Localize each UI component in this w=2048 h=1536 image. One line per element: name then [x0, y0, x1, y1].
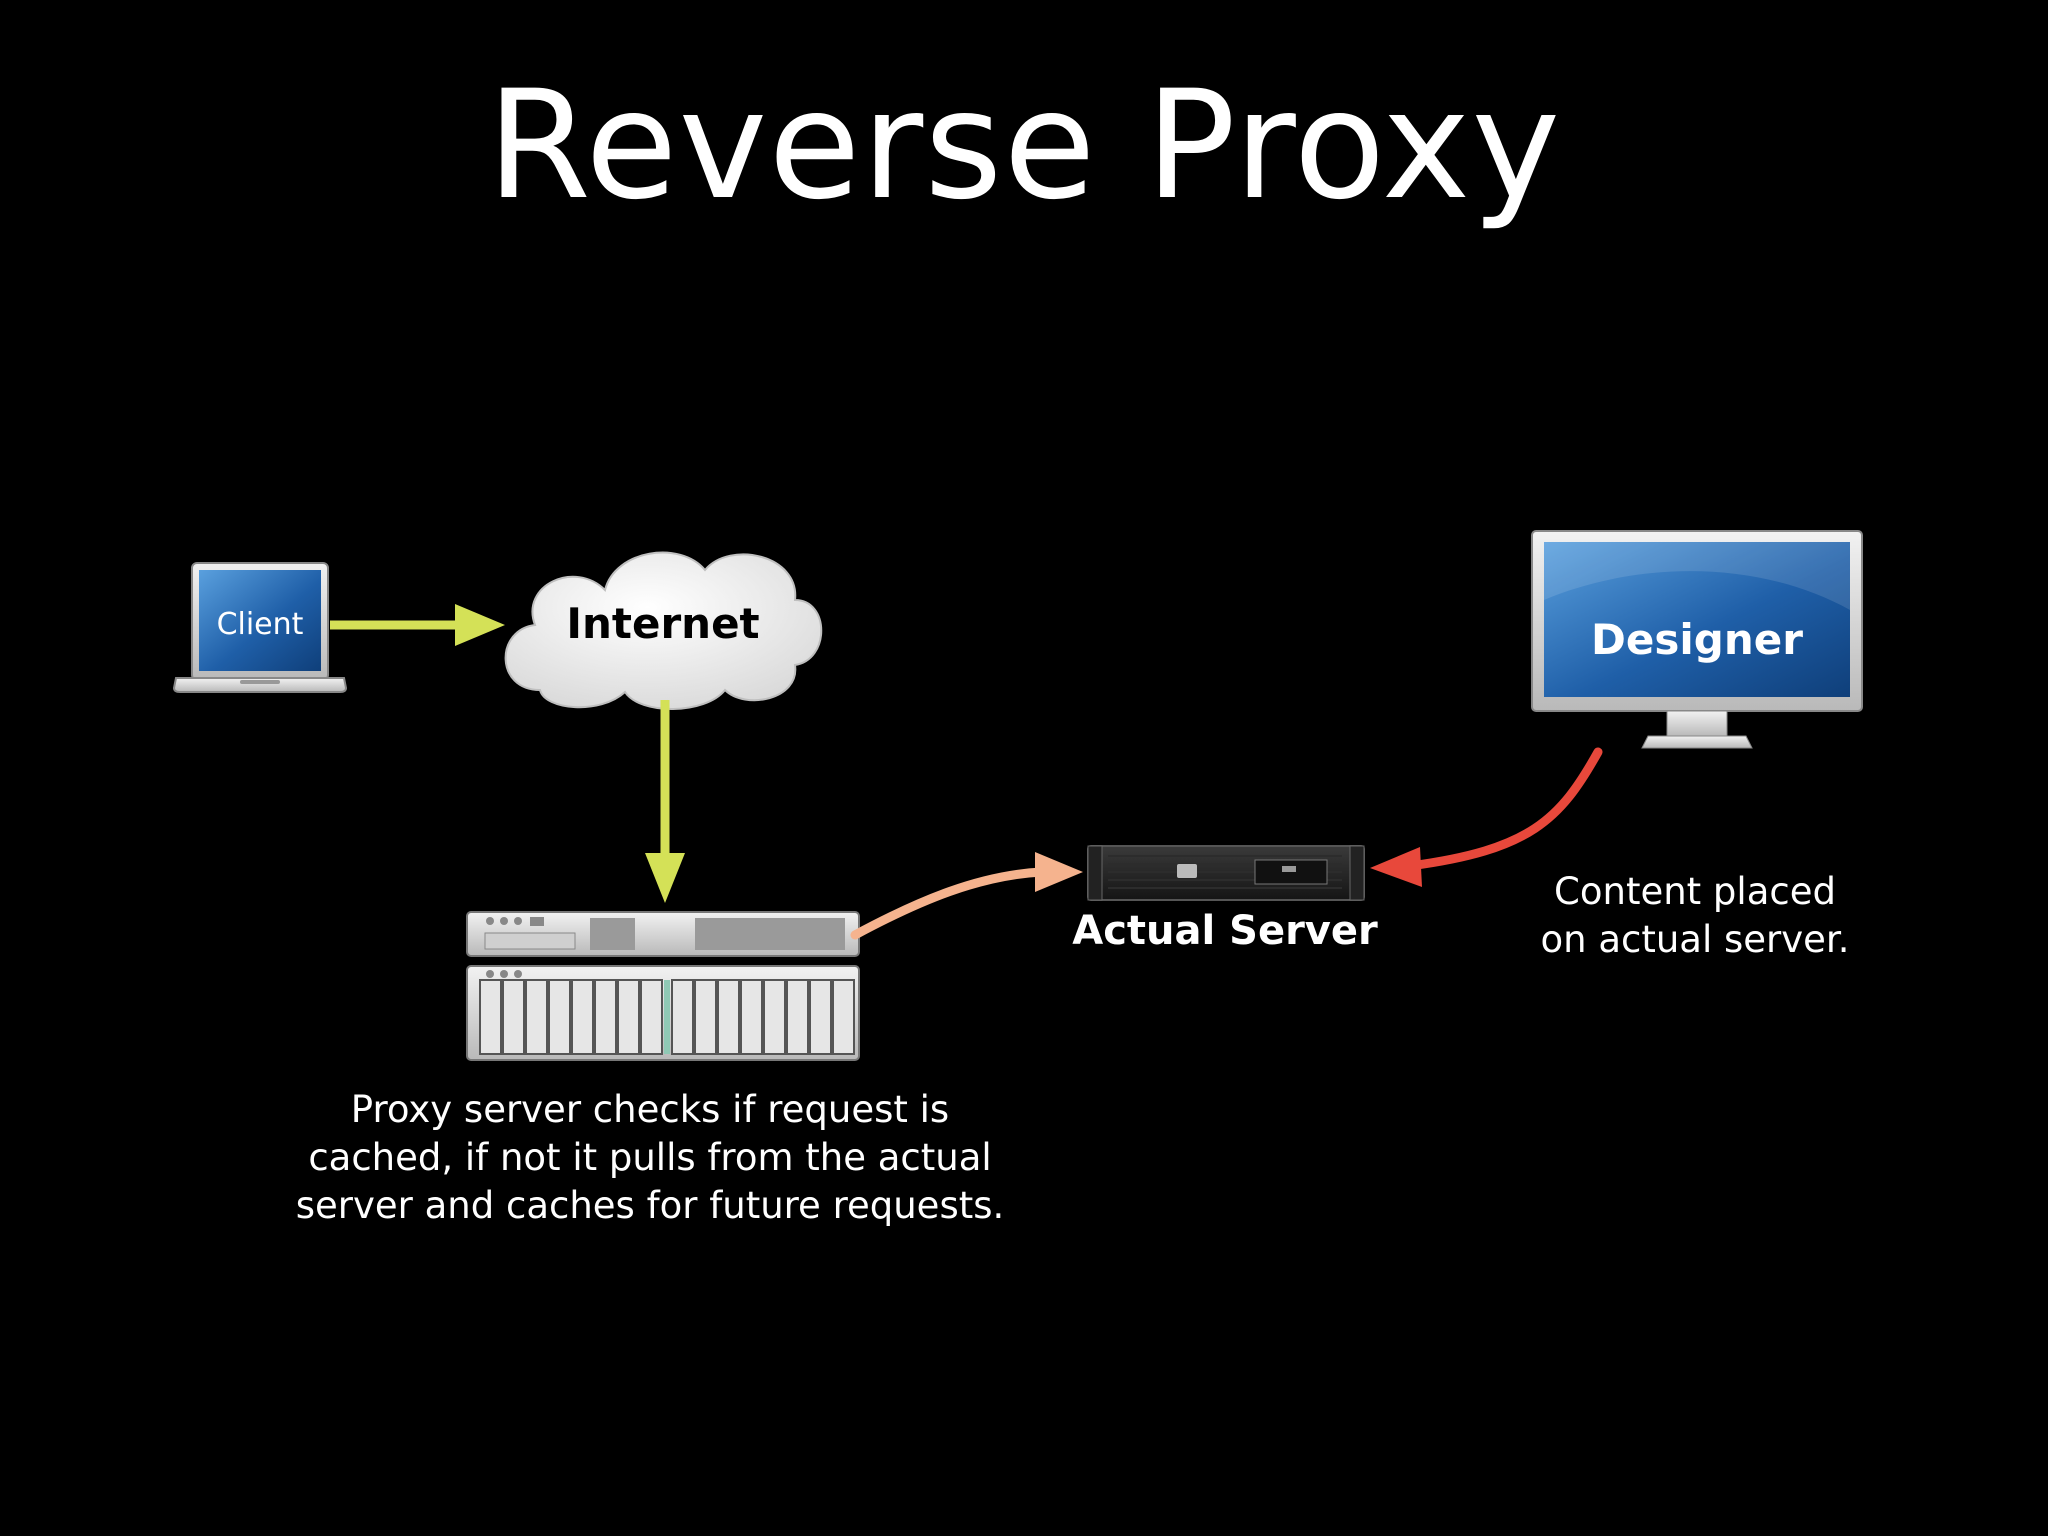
proxy-caption-line: cached, if not it pulls from the actual [308, 1136, 992, 1180]
actual-server-label: Actual Server [1072, 908, 1378, 954]
internet-label: Internet [566, 599, 759, 648]
proxy-caption: Proxy server checks if request is cached… [250, 1086, 1050, 1230]
internet-cloud-icon: Internet [504, 551, 823, 710]
proxy-caption-line: server and caches for future requests. [295, 1184, 1005, 1228]
designer-caption-line: Content placed [1554, 870, 1836, 913]
client-label: Client [217, 607, 304, 642]
arrow-internet-to-proxy [645, 700, 685, 903]
designer-monitor-icon: Designer [1531, 530, 1863, 749]
designer-caption: Content placed on actual server. [1495, 868, 1895, 964]
designer-label: Designer [1591, 615, 1803, 664]
proxy-caption-line: Proxy server checks if request is [350, 1088, 950, 1131]
actual-server-icon [1087, 845, 1365, 901]
designer-caption-line: on actual server. [1540, 918, 1850, 962]
proxy-server-icon [466, 911, 860, 1061]
arrow-designer-to-actual-server [1370, 747, 1603, 887]
arrow-client-to-internet [330, 604, 505, 646]
slide-title: Reverse Proxy [486, 59, 1562, 233]
arrow-proxy-to-actual-server [850, 852, 1083, 940]
client-laptop-icon: Client [172, 562, 348, 693]
